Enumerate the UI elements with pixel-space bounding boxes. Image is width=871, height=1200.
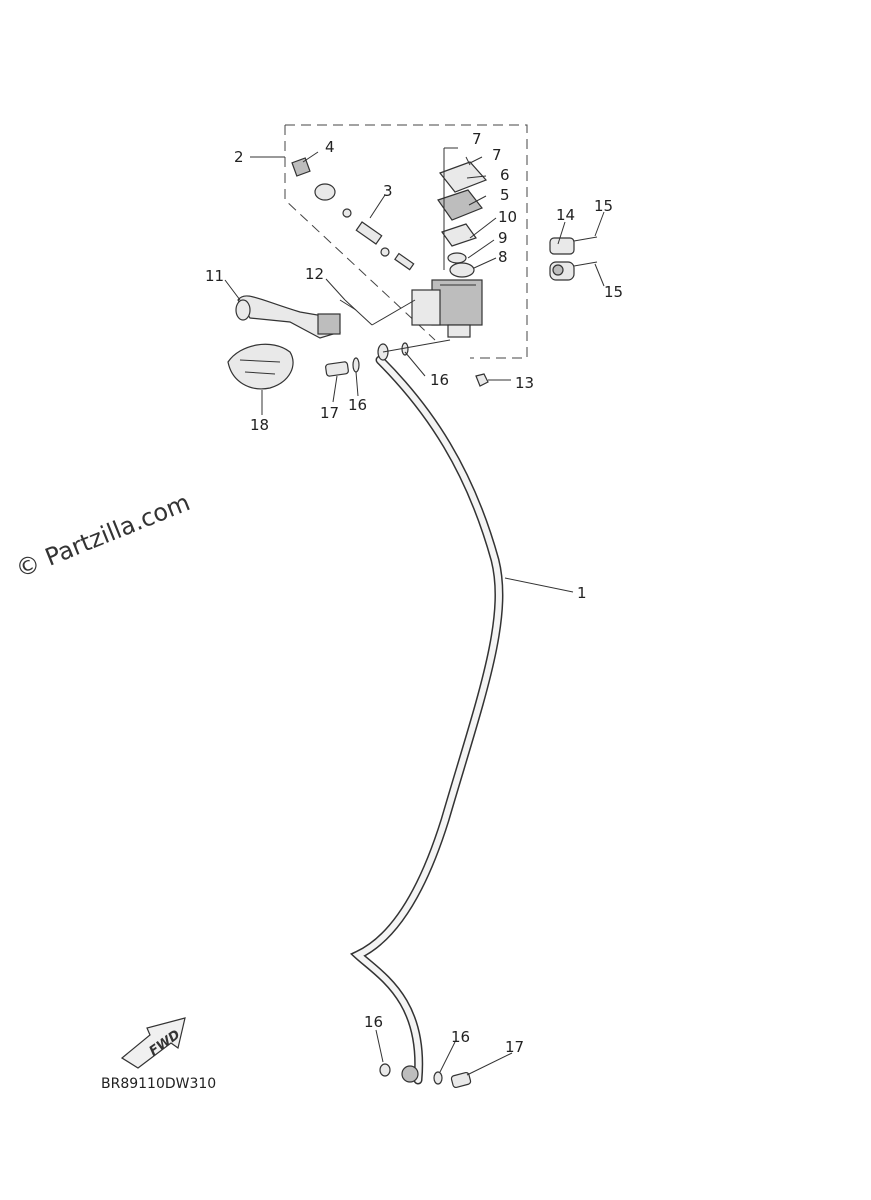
callout-12: 12 <box>305 265 324 283</box>
master-cylinder-body <box>411 279 483 338</box>
callout-17-lower: 17 <box>505 1038 524 1056</box>
callout-11: 11 <box>205 267 224 285</box>
banjo-bolt-upper <box>325 339 451 377</box>
callout-4: 4 <box>325 138 335 156</box>
leader-lines <box>224 147 605 1076</box>
callout-7: 7 <box>492 146 502 164</box>
lever-cover <box>227 343 294 390</box>
bleed-screw <box>475 373 489 387</box>
callout-15-bottom: 15 <box>604 283 623 301</box>
callout-8: 8 <box>498 248 508 266</box>
callout-16-lower-left: 16 <box>364 1013 383 1031</box>
callout-9: 9 <box>498 229 508 247</box>
callout-13: 13 <box>515 374 534 392</box>
callout-10: 10 <box>498 208 517 226</box>
callout-18: 18 <box>250 416 269 434</box>
reservoir-cap-stack <box>437 156 488 278</box>
brake-hose <box>349 355 504 1085</box>
callout-16-lower-right: 16 <box>451 1028 470 1046</box>
brake-lever <box>235 295 357 339</box>
callout-1: 1 <box>577 584 587 602</box>
diagram-code: BR89110DW310 <box>101 1076 216 1092</box>
assembly-dashed-box <box>284 124 528 359</box>
callout-5: 5 <box>500 186 510 204</box>
callout-3: 3 <box>383 182 393 200</box>
callout-16-upper-right: 16 <box>430 371 449 389</box>
fwd-arrow-icon: FWD <box>120 1017 186 1069</box>
callout-14: 14 <box>556 206 575 224</box>
callout-2: 2 <box>234 148 244 166</box>
callout-15-top: 15 <box>594 197 613 215</box>
piston-kit <box>291 157 415 271</box>
handlebar-clamp <box>549 236 598 281</box>
banjo-bolt-lower <box>379 1063 472 1089</box>
watermark: © Partzilla.com <box>12 488 194 583</box>
callout-17-upper: 17 <box>320 404 339 422</box>
callout-7-top: 7 <box>472 130 482 148</box>
callout-16-upper-left: 16 <box>348 396 367 414</box>
callout-6: 6 <box>500 166 510 184</box>
